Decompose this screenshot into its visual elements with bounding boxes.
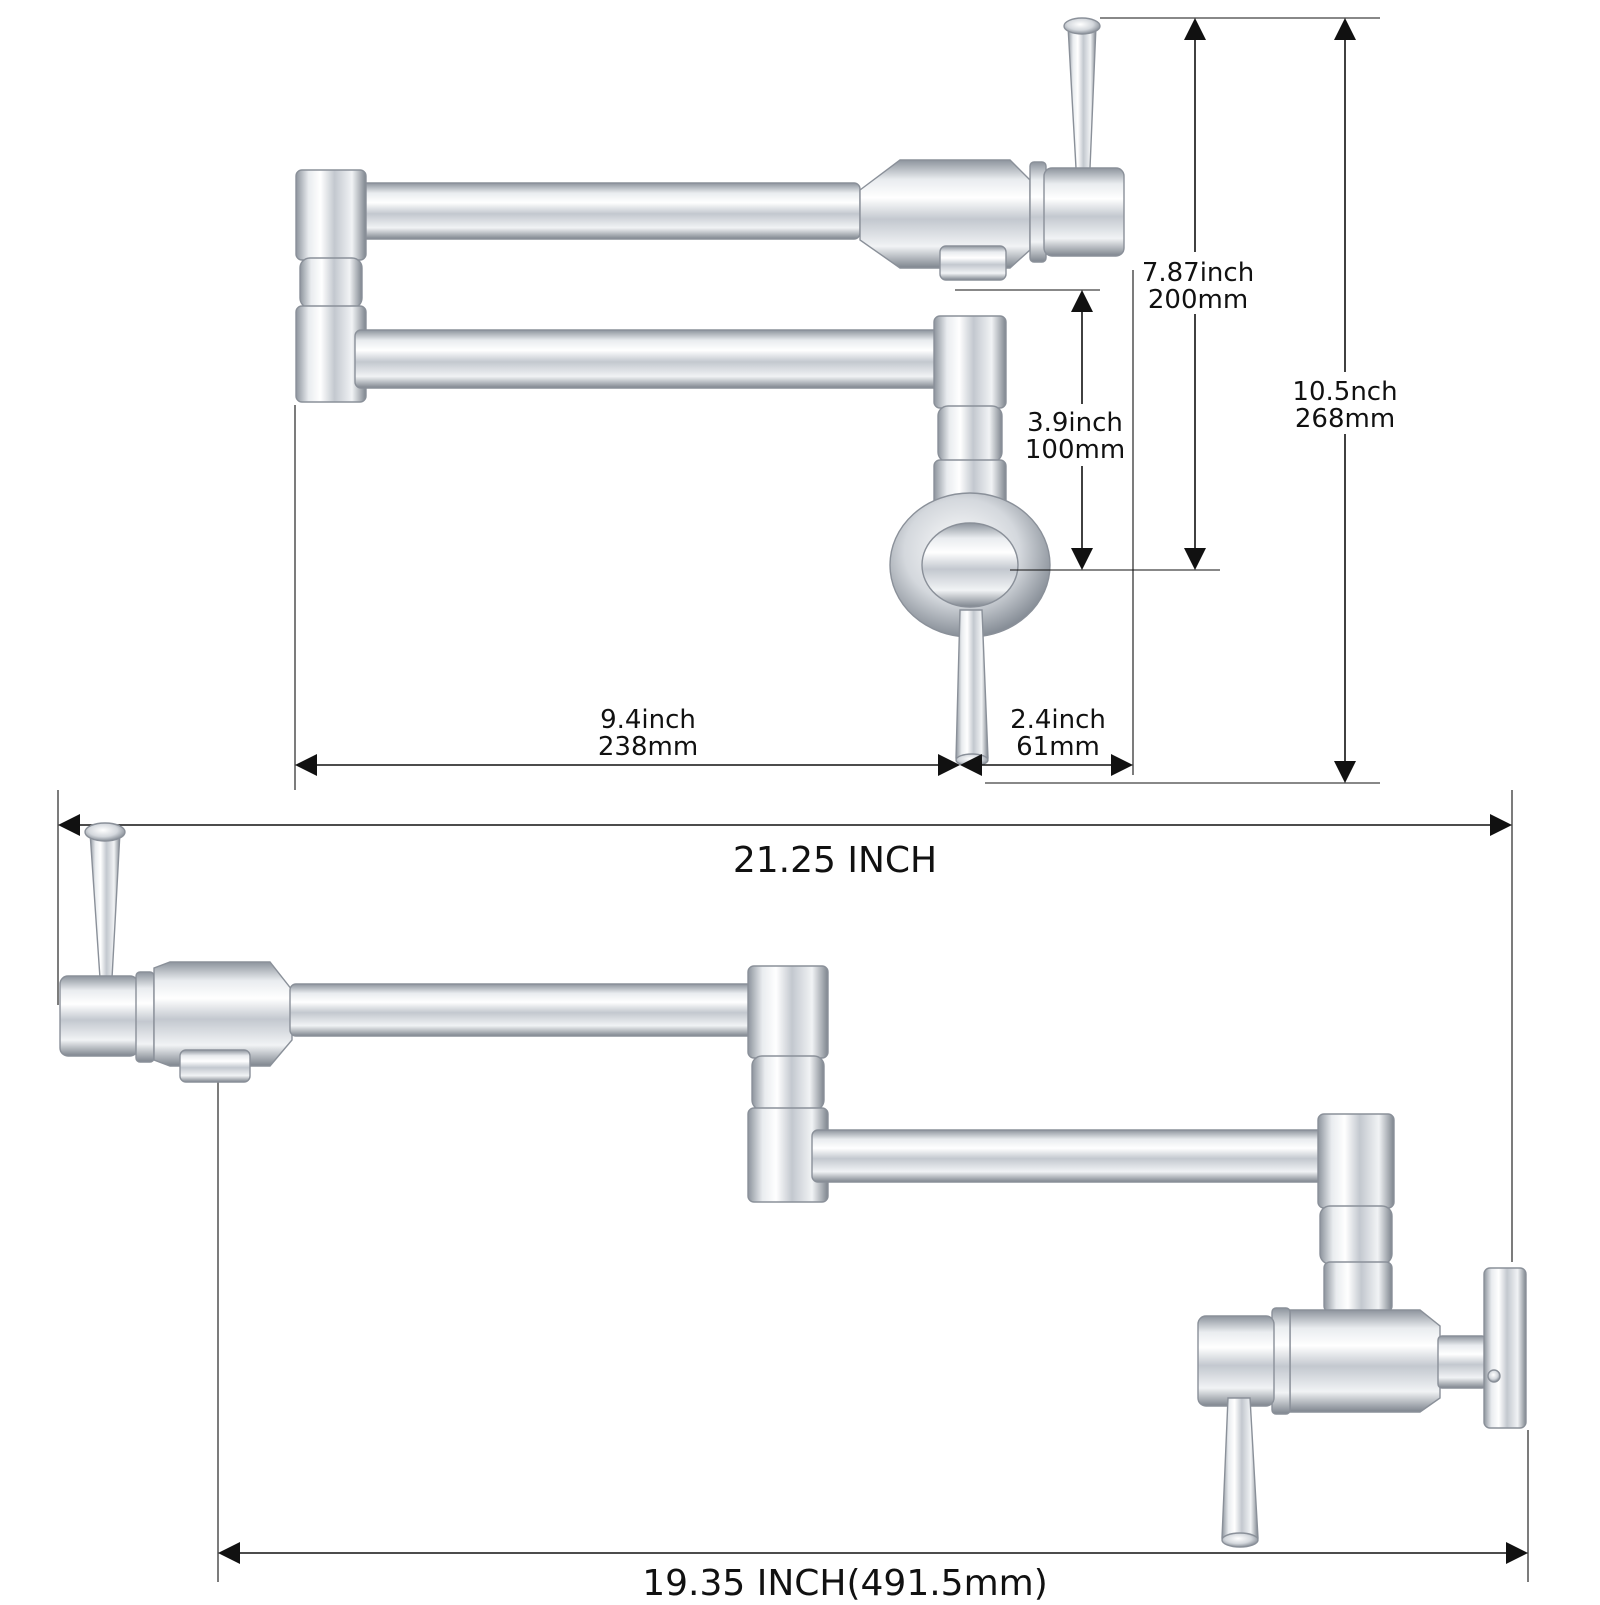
left-joint-knuckle: [299, 257, 363, 309]
label-10-5-mm: 268mm: [1295, 404, 1395, 434]
right-joint-upper: [933, 315, 1007, 409]
spout-handle: [89, 831, 121, 979]
label-10-5-inch: 10.5nch: [1292, 377, 1397, 407]
wall-valve-body: [1289, 1309, 1441, 1413]
middle-joint-upper: [747, 965, 829, 1059]
wall-valve: [921, 522, 1019, 608]
middle-joint-knuckle: [751, 1055, 825, 1111]
label-9-4-inch: 9.4inch: [600, 705, 696, 735]
lower-arm-tube: [354, 329, 946, 389]
valve-cap: [1043, 167, 1125, 257]
second-arm-tube: [811, 1129, 1333, 1183]
spout-aerator: [179, 1049, 251, 1083]
upper-handle: [1067, 25, 1097, 169]
wall-joint-lower: [1323, 1261, 1393, 1313]
folded-dimension-lines: [294, 17, 1380, 790]
label-overall-length: 21.25 INCH: [733, 840, 937, 881]
label-7-87-mm: 200mm: [1148, 285, 1248, 315]
wall-joint-knuckle: [1319, 1205, 1393, 1265]
lower-handle: [955, 609, 989, 759]
spout-valve-cap: [59, 975, 139, 1057]
extended-dimension-labels: 21.25 INCH 19.35 INCH(491.5mm): [642, 840, 1048, 1604]
folded-dimension-labels: 7.87inch 200mm 3.9inch 100mm 10.5nch 268…: [598, 252, 1402, 762]
label-2-4-mm: 61mm: [1016, 732, 1100, 762]
right-joint-knuckle: [937, 405, 1003, 463]
spout-valve-ring: [135, 971, 155, 1063]
label-7-87-inch: 7.87inch: [1142, 258, 1254, 288]
aerator: [939, 245, 1007, 281]
wall-handle: [1221, 1397, 1259, 1539]
label-3-9-mm: 100mm: [1025, 435, 1125, 465]
upper-arm-tube: [339, 182, 861, 240]
wall-bracket: [1437, 1335, 1487, 1389]
label-spout-reach: 19.35 INCH(491.5mm): [642, 1563, 1048, 1600]
extended-faucet-illustration: [59, 822, 1527, 1548]
spout-handle-tip: [84, 822, 126, 842]
label-9-4-mm: 238mm: [598, 732, 698, 762]
wall-flange-plate: [1483, 1267, 1527, 1429]
wall-handle-tip: [1221, 1532, 1259, 1548]
flange-screw: [1487, 1369, 1501, 1383]
left-joint-upper: [295, 169, 367, 261]
label-2-4-inch: 2.4inch: [1010, 705, 1106, 735]
folded-faucet-illustration: [295, 17, 1125, 767]
extended-dimension-lines: [57, 790, 1529, 1582]
wall-joint-upper: [1317, 1113, 1395, 1209]
spout-valve-body: [153, 961, 293, 1067]
wall-valve-cap: [1197, 1315, 1275, 1407]
label-3-9-inch: 3.9inch: [1027, 408, 1123, 438]
upper-handle-tip: [1063, 17, 1101, 35]
first-arm-tube: [289, 983, 766, 1037]
